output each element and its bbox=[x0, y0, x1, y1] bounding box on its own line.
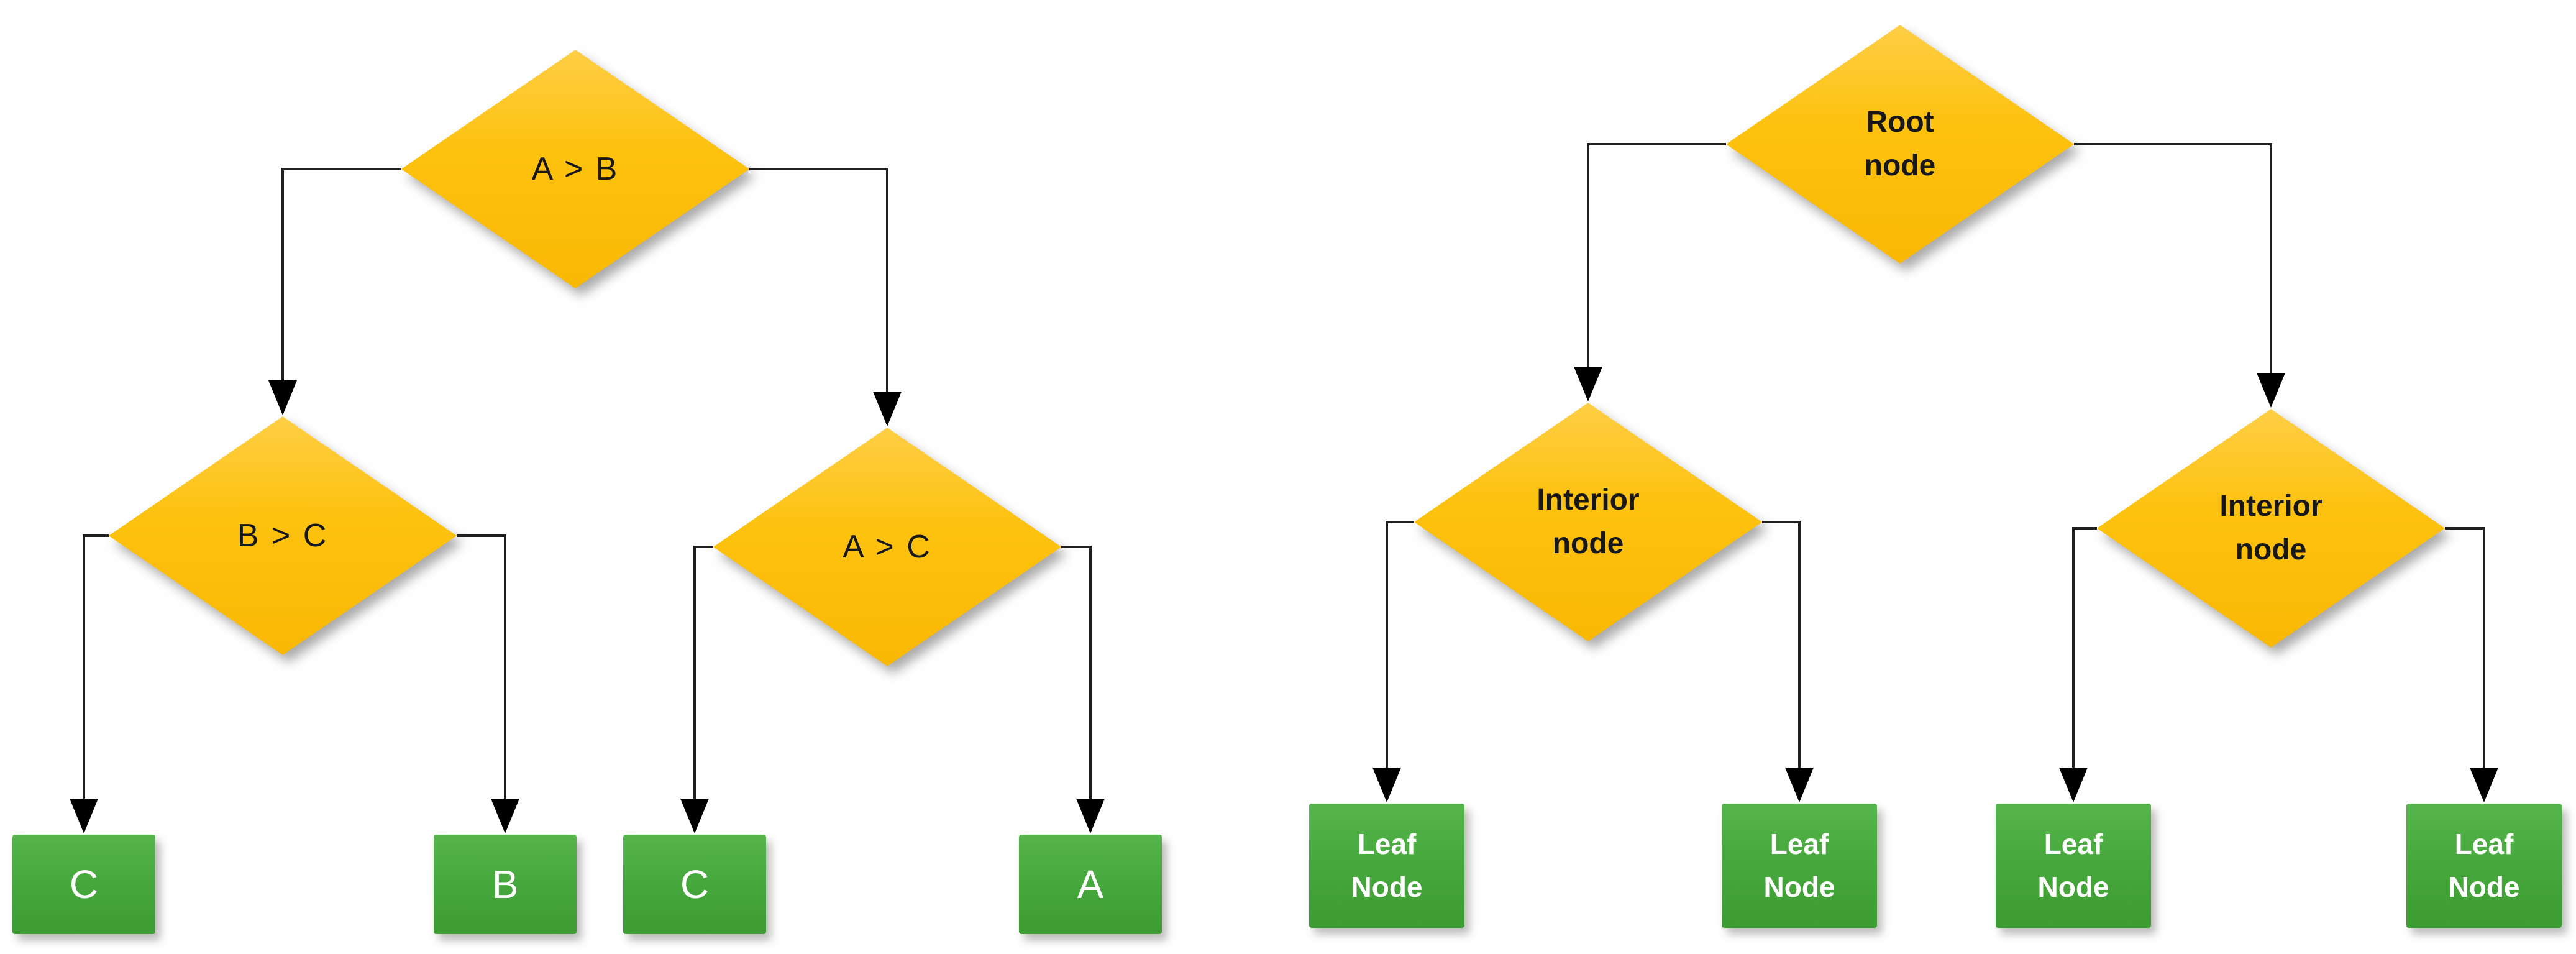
decision-label: B > C bbox=[237, 518, 329, 554]
connector-interior-right-to-leaf-4 bbox=[2445, 527, 2498, 802]
leaf-node-c-inner: C bbox=[623, 835, 766, 934]
connector-root-to-interior-right bbox=[2074, 143, 2285, 408]
diamond-shape: Interior node bbox=[2097, 409, 2445, 648]
diamond-shape: Root node bbox=[1726, 25, 2074, 264]
leaf-node-label: Leaf Node bbox=[1351, 828, 1423, 903]
connector-interior-right-to-leaf-3 bbox=[2059, 527, 2097, 802]
diamond-shape: B > C bbox=[109, 416, 457, 655]
interior-node-left-diamond: Interior node bbox=[1414, 403, 1762, 641]
leaf-node-4: Leaf Node bbox=[2406, 804, 2562, 928]
leaf-label: A bbox=[1077, 862, 1104, 907]
leaf-node-label: Leaf Node bbox=[2448, 828, 2520, 903]
connector-interior-left-to-leaf-2 bbox=[1762, 521, 1814, 802]
leaf-node-a: A bbox=[1019, 835, 1162, 934]
leaf-node-1: Leaf Node bbox=[1309, 804, 1464, 928]
leaf-node-label: Leaf Node bbox=[1763, 828, 1835, 903]
interior-node-right-diamond: Interior node bbox=[2097, 409, 2445, 648]
leaf-label: C bbox=[69, 862, 99, 907]
interior-node-label: Interior node bbox=[1537, 484, 1640, 560]
connector-bgtc-to-leaf-b bbox=[457, 534, 519, 833]
connector-agtb-to-agtc bbox=[749, 168, 902, 426]
root-node-label: Root node bbox=[1864, 106, 1936, 182]
connector-agtc-to-leaf-c bbox=[680, 546, 713, 833]
connector-agtc-to-leaf-a bbox=[1061, 546, 1105, 833]
decision-label: A > C bbox=[843, 529, 932, 565]
decision-node-a-gt-b: A > B bbox=[401, 50, 749, 288]
decision-label: A > B bbox=[531, 151, 619, 187]
connector-bgtc-to-leaf-c bbox=[70, 534, 109, 833]
decision-node-a-gt-c: A > C bbox=[713, 428, 1061, 666]
leaf-node-c-outer-left: C bbox=[12, 835, 155, 934]
leaf-label: B bbox=[491, 862, 519, 907]
connector-root-to-interior-left bbox=[1574, 143, 1726, 401]
connector-agtb-to-bgtc bbox=[268, 168, 401, 415]
connector-interior-left-to-leaf-1 bbox=[1372, 521, 1414, 802]
decision-node-b-gt-c: B > C bbox=[109, 416, 457, 655]
diamond-shape: A > C bbox=[713, 428, 1061, 666]
diamond-shape: Interior node bbox=[1414, 403, 1762, 641]
leaf-node-3: Leaf Node bbox=[1996, 804, 2151, 928]
leaf-label: C bbox=[680, 862, 710, 907]
diamond-shape: A > B bbox=[401, 50, 749, 288]
leaf-node-b: B bbox=[434, 835, 577, 934]
root-node-diamond: Root node bbox=[1726, 25, 2074, 264]
leaf-node-2: Leaf Node bbox=[1722, 804, 1877, 928]
leaf-node-label: Leaf Node bbox=[2037, 828, 2109, 903]
interior-node-label: Interior node bbox=[2219, 490, 2323, 566]
